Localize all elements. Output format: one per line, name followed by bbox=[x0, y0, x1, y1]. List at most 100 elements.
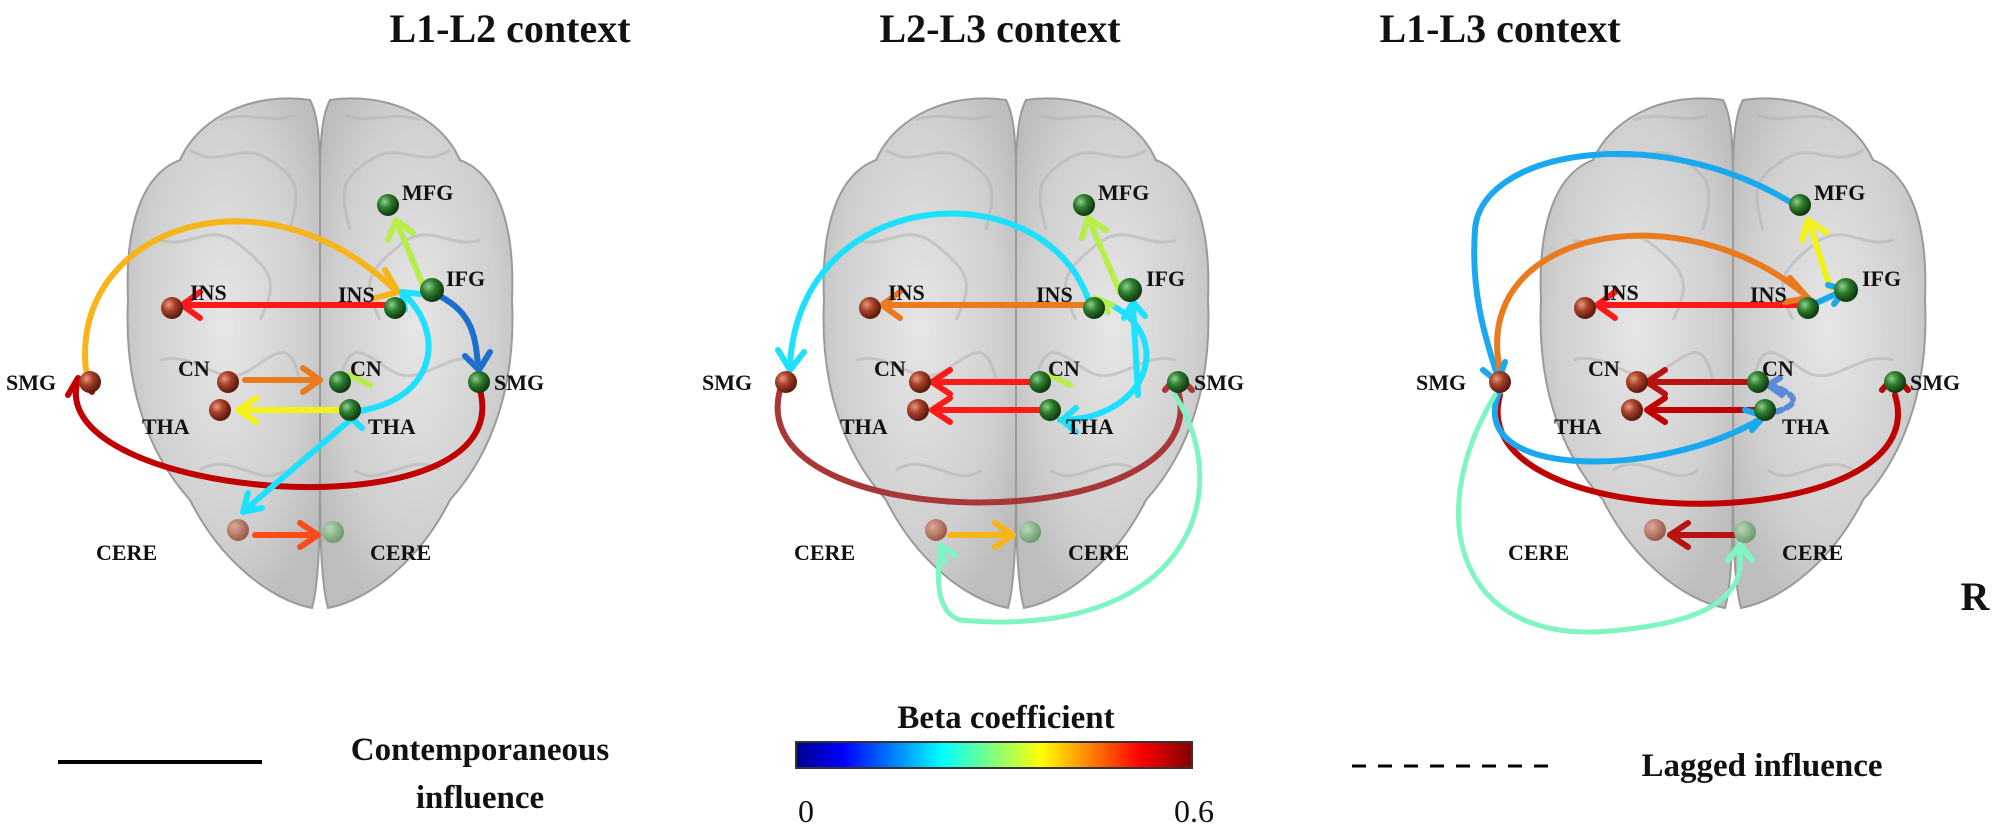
label-cere-right: CERE bbox=[370, 540, 431, 565]
node-tha-right bbox=[1039, 399, 1061, 421]
node-ins-right bbox=[1083, 297, 1105, 319]
node-mfg bbox=[377, 194, 399, 216]
node-tha-left bbox=[1621, 399, 1643, 421]
label-cn-right: CN bbox=[1048, 356, 1080, 381]
label-cn-left: CN bbox=[178, 356, 210, 381]
edge-smg-smg bbox=[1494, 392, 1901, 507]
brain-outline bbox=[822, 96, 1210, 610]
label-smg-right: SMG bbox=[1910, 370, 1960, 395]
edges bbox=[1455, 150, 1901, 635]
edge-smg-cere bbox=[935, 392, 1203, 625]
edge-ifg-smg bbox=[429, 289, 481, 368]
label-cere-left: CERE bbox=[96, 540, 157, 565]
edge-smg-smg bbox=[72, 377, 486, 491]
edges bbox=[72, 218, 486, 538]
label-ifg: IFG bbox=[1146, 266, 1185, 291]
node-ins-left bbox=[859, 297, 881, 319]
panel-title-l2-l3: L2-L3 context bbox=[879, 6, 1121, 51]
label-mfg: MFG bbox=[402, 180, 453, 205]
label-cn-right: CN bbox=[350, 356, 382, 381]
panel-title-l1-l3: L1-L3 context bbox=[1379, 6, 1621, 51]
edge-smg-smg bbox=[774, 387, 1184, 506]
node-tha-left bbox=[209, 399, 231, 421]
label-mfg: MFG bbox=[1098, 180, 1149, 205]
nodes bbox=[1489, 194, 1906, 543]
label-ifg: IFG bbox=[446, 266, 485, 291]
panel-l2-l3: L2-L3 context bbox=[702, 6, 1244, 625]
legend: Contemporaneous influence Beta coefficie… bbox=[58, 700, 1883, 829]
node-ifg bbox=[420, 278, 444, 302]
brain-outline bbox=[126, 96, 514, 610]
node-cere-right bbox=[322, 521, 344, 543]
label-cn-left: CN bbox=[874, 356, 906, 381]
node-labels: MFG IFG INS INS SMG SMG CN CN THA THA CE… bbox=[702, 180, 1244, 565]
label-tha-left: THA bbox=[1554, 414, 1602, 439]
label-tha-right: THA bbox=[1066, 414, 1114, 439]
node-cn-right bbox=[329, 371, 351, 393]
panel-title-l1-l2: L1-L2 context bbox=[389, 6, 631, 51]
edge-ins-smg bbox=[787, 210, 1093, 368]
legend-contemporaneous-line1: Contemporaneous bbox=[351, 732, 610, 768]
colorbar-title: Beta coefficient bbox=[897, 700, 1114, 736]
node-ins-left bbox=[161, 297, 183, 319]
node-labels: MFG IFG INS INS SMG SMG CN CN THA THA CE… bbox=[1416, 180, 1960, 565]
node-mfg bbox=[1789, 194, 1811, 216]
edge-lagged-cn-tha bbox=[1767, 382, 1797, 415]
node-smg-left bbox=[775, 371, 797, 393]
node-mfg bbox=[1073, 194, 1095, 216]
edge-ifg-mfg bbox=[1807, 222, 1833, 291]
edge-smg-ins bbox=[82, 218, 398, 373]
node-tha-left bbox=[907, 399, 929, 421]
node-smg-left bbox=[79, 371, 101, 393]
node-smg-right bbox=[1167, 371, 1189, 393]
edge-smg-ins bbox=[1494, 232, 1808, 373]
node-cere-left bbox=[227, 519, 249, 541]
nodes bbox=[775, 194, 1189, 543]
node-ifg bbox=[1118, 278, 1142, 302]
node-smg-left bbox=[1489, 371, 1511, 393]
node-cere-left bbox=[1644, 519, 1666, 541]
edge-tha-ins bbox=[347, 292, 432, 415]
edge-smg-cere bbox=[1455, 392, 1744, 635]
label-cere-right: CERE bbox=[1782, 540, 1843, 565]
node-tha-right bbox=[1754, 399, 1776, 421]
edge-smg-tha bbox=[1491, 387, 1765, 465]
panel-l1-l3: L1-L3 context bbox=[1379, 6, 1960, 635]
label-tha-right: THA bbox=[368, 414, 416, 439]
node-cere-left bbox=[925, 519, 947, 541]
edge-tha-cere bbox=[242, 417, 353, 513]
colorbar-max-label: 0.6 bbox=[1174, 793, 1214, 829]
edge-ifg-mfg bbox=[395, 222, 428, 293]
node-cere-right bbox=[1734, 521, 1756, 543]
label-smg-left: SMG bbox=[702, 370, 752, 395]
edge-mfg-smg bbox=[1471, 150, 1798, 378]
label-cere-right: CERE bbox=[1068, 540, 1129, 565]
node-ins-right bbox=[1797, 297, 1819, 319]
label-cere-left: CERE bbox=[794, 540, 855, 565]
label-ins-right: INS bbox=[338, 282, 375, 307]
node-cn-left bbox=[217, 371, 239, 393]
node-smg-right bbox=[1884, 371, 1906, 393]
node-cn-right bbox=[1747, 371, 1769, 393]
colorbar bbox=[795, 741, 1193, 769]
label-tha-left: THA bbox=[840, 414, 888, 439]
legend-lagged: Lagged influence bbox=[1641, 748, 1882, 784]
label-ins-left: INS bbox=[888, 280, 925, 305]
edge-lagged-cn bbox=[347, 372, 373, 388]
node-ins-right bbox=[384, 297, 406, 319]
node-cn-left bbox=[909, 371, 931, 393]
label-cn-right: CN bbox=[1762, 356, 1794, 381]
node-tha-right bbox=[339, 399, 361, 421]
label-smg-right: SMG bbox=[1194, 370, 1244, 395]
node-ifg bbox=[1834, 278, 1858, 302]
label-cn-left: CN bbox=[1588, 356, 1620, 381]
node-smg-right bbox=[468, 371, 490, 393]
label-ins-right: INS bbox=[1036, 282, 1073, 307]
label-ins-left: INS bbox=[190, 280, 227, 305]
node-cn-right bbox=[1029, 371, 1051, 393]
edge-ifg-mfg bbox=[1087, 219, 1123, 295]
edge-lagged-cn bbox=[1047, 372, 1073, 388]
label-cere-left: CERE bbox=[1508, 540, 1569, 565]
label-ins-left: INS bbox=[1602, 280, 1639, 305]
